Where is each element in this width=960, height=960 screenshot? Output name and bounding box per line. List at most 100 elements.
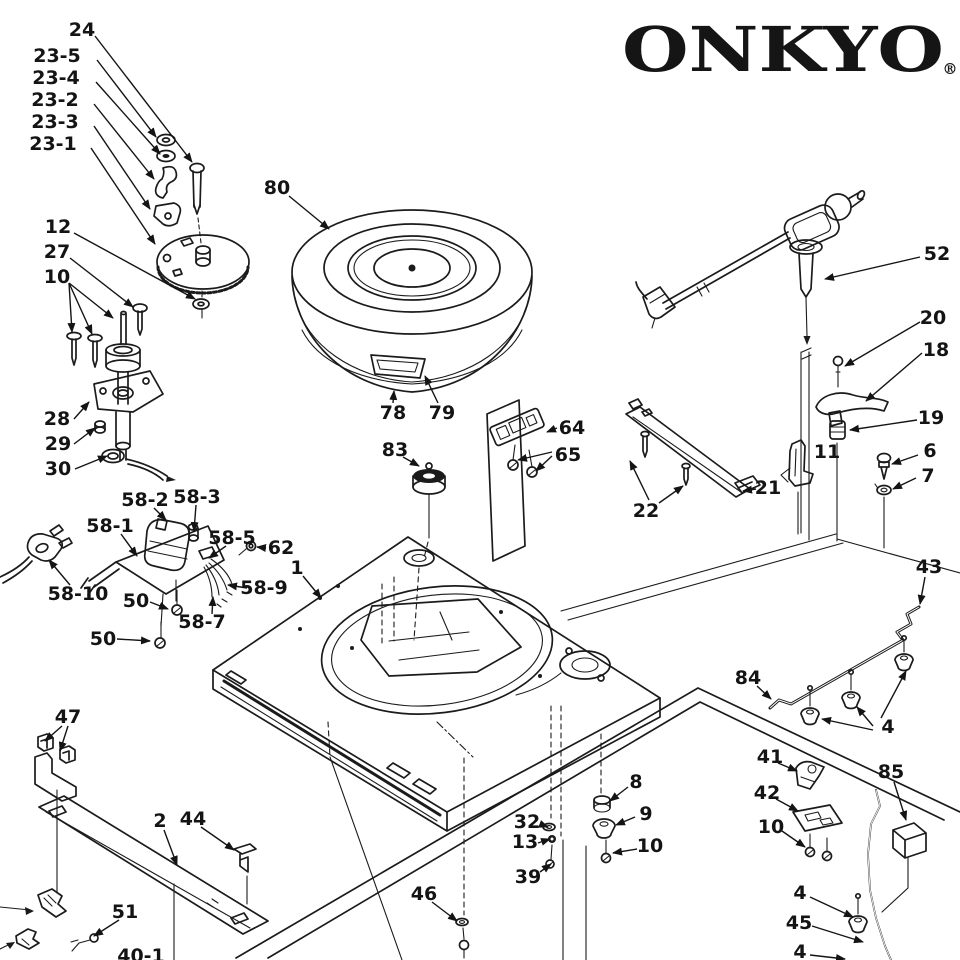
part-label-9: 9 [639,803,652,825]
part-label-10: 10 [758,816,784,838]
part-label-23-2: 23-2 [31,89,79,111]
part-label-52: 52 [924,243,950,265]
armrest-hardware-drawing [780,355,892,496]
leader-line-78 [389,390,398,404]
part-label-50: 50 [90,628,116,650]
part-label-47: 47 [55,706,81,728]
part-label-10: 10 [44,266,70,288]
leader-line-51 [93,919,120,937]
part-label-80: 80 [264,177,290,199]
leader-line-52 [824,256,921,281]
part-label-40-1: 40-1 [117,945,165,960]
leader-line-39 [539,863,552,873]
leader-line-28 [73,401,90,420]
leader-line-65 [535,455,553,472]
part-label-22: 22 [633,500,659,522]
leader-line-22 [629,460,650,501]
leader-line-4 [821,716,874,731]
part-label-64: 64 [559,417,585,439]
part-label-84: 84 [735,667,761,689]
part-label-51: 51 [112,901,138,923]
leader-line-58-5 [208,545,227,559]
part-label-20: 20 [920,307,946,329]
leader-line-65 [517,451,553,462]
undercarriage-lines [235,351,960,960]
part-label-7: 7 [921,465,934,487]
part-label-50: 50 [123,590,149,612]
leader-line-10 [781,830,806,848]
leader-line-50 [116,636,151,645]
leader-line-23-5 [96,59,157,138]
part-label-19: 19 [918,407,944,429]
tonearm-drawing [635,189,866,360]
leader-line-47 [44,725,63,742]
leader-line-10 [612,847,638,856]
leader-line-42 [775,798,799,812]
front-rail-drawing [0,733,269,960]
part-label-58-2: 58-2 [121,489,169,511]
part-label-13: 13 [512,831,538,853]
motor-assembly-drawing [66,303,176,482]
leader-line-19 [849,419,918,433]
leader-line-58-3 [190,504,199,532]
part-label-23-1: 23-1 [29,133,77,155]
part-label-23-4: 23-4 [32,67,80,89]
part-label-65: 65 [555,444,581,466]
part-label-58-10: 58-10 [48,583,109,605]
gear-assembly-drawing [153,133,250,319]
part-label-12: 12 [45,216,71,238]
leader-line-7 [892,477,917,490]
part-label-11: 11 [814,441,840,463]
leader-line-62 [256,544,267,552]
leader-line-30 [74,455,108,470]
leader-line-21 [742,485,757,494]
rod-45-drawing [867,789,892,960]
part-label-29: 29 [45,433,71,455]
leader-line-10 [67,282,76,333]
part-label-1: 1 [290,557,303,579]
transformer-unit-drawing [80,518,257,649]
leader-line-4 [880,670,907,719]
brand-registered-mark: ® [943,60,958,78]
feet-screws-drawing [800,634,914,934]
part-label-58-9: 58-9 [240,577,288,599]
leader-line-4 [856,706,874,727]
switch-64-drawing [486,399,545,562]
part-label-30: 30 [45,458,71,480]
leader-line-23-2 [93,103,155,180]
leader-line-64 [546,424,558,433]
part-label-85: 85 [878,761,904,783]
leader-line-10 [68,282,93,335]
part-label-83: 83 [382,439,408,461]
leader-line-24 [94,35,193,163]
leader-line-1 [302,575,322,599]
part-label-8: 8 [629,771,642,793]
leader-line-10 [68,282,114,319]
leader-line-8 [609,786,629,802]
part-label-45: 45 [786,912,812,934]
part-label-78: 78 [380,402,406,424]
leader-line-58-7 [208,596,217,615]
part-label-6: 6 [923,440,936,462]
part-label-18: 18 [923,339,949,361]
leader-line-58-9 [227,582,248,591]
part-label-2: 2 [153,810,166,832]
part-label-28: 28 [44,408,70,430]
leader-line-4 [809,896,854,918]
leader-line-45 [811,925,864,944]
leader-line-46 [431,901,458,922]
part-label-43: 43 [916,556,942,578]
leader-line-58-1 [120,533,138,557]
hinge-41-42-85-drawing [792,760,927,913]
part-label-58-7: 58-7 [178,611,226,633]
leader-line-84 [756,685,772,700]
leader-line-18 [865,352,923,402]
leader-line-4 [809,954,846,960]
leader-line-83 [402,456,420,467]
leader-line-23-4 [95,81,161,155]
part-label-32: 32 [514,811,540,833]
leader-line-80 [288,195,330,230]
